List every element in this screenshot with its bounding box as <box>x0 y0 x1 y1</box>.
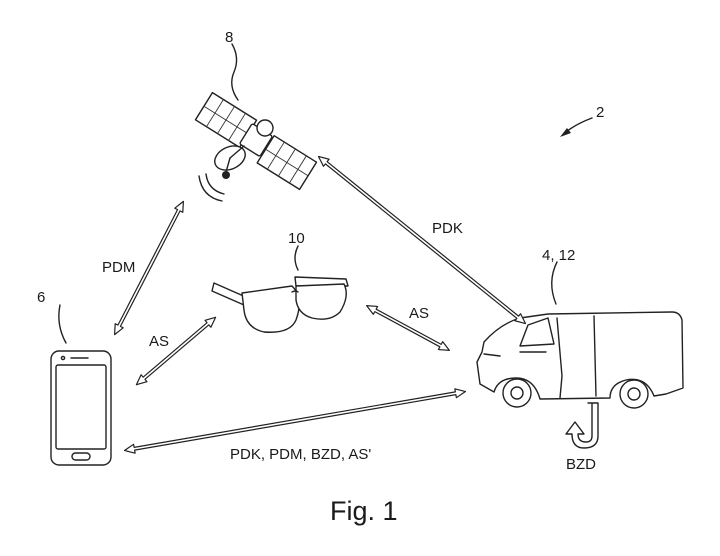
satellite-ref-label: 8 <box>225 29 233 46</box>
satellite-icon <box>194 91 318 202</box>
smartphone-icon <box>50 350 112 466</box>
pdm-label: PDM <box>102 259 135 276</box>
link-satellite-phone <box>114 200 184 336</box>
link-glasses-vehicle <box>366 305 450 351</box>
link-glasses-phone <box>135 316 217 386</box>
glasses-ref-label: 10 <box>288 230 305 247</box>
pdk-label: PDK <box>432 220 463 237</box>
phone-ref-label: 6 <box>37 289 45 306</box>
vehicle-ref-label: 4, 12 <box>542 247 575 264</box>
j-arrow-icon <box>565 402 599 449</box>
as-label-vehicle: AS <box>409 305 429 322</box>
smart-glasses-icon <box>211 276 349 333</box>
figure-caption: Fig. 1 <box>330 496 398 526</box>
system-ref-label: 2 <box>596 104 604 121</box>
link-satellite-vehicle <box>317 155 527 325</box>
as-label-phone: AS <box>149 333 169 350</box>
van-icon <box>476 311 684 409</box>
link-phone-vehicle <box>123 388 467 454</box>
bzd-label: BZD <box>566 456 596 473</box>
combined-link-label: PDK, PDM, BZD, AS' <box>230 446 371 463</box>
